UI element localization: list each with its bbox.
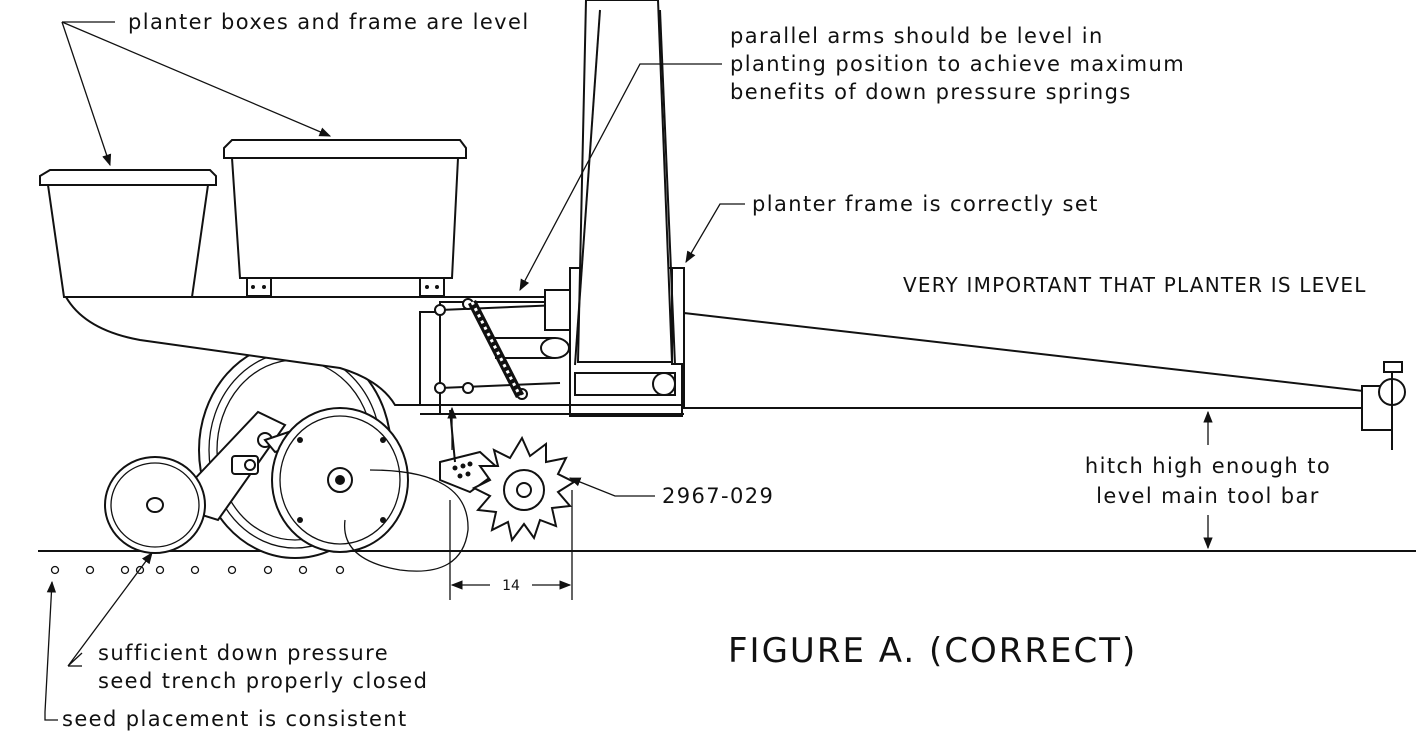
disc-opener	[271, 407, 409, 553]
label-parallel-arms-2: planting position to achieve maximum	[730, 52, 1185, 76]
dimension-label: 14	[502, 578, 520, 594]
callout-parallel-arms: parallel arms should be level in plantin…	[519, 24, 1185, 292]
label-part-number: 2967-029	[662, 484, 774, 508]
label-seed-placement: seed placement is consistent	[62, 707, 408, 731]
label-down-pressure-1: sufficient down pressure	[98, 641, 389, 665]
callout-planter-frame: planter frame is correctly set	[685, 192, 1099, 264]
hitch-tongue	[683, 311, 1406, 450]
label-planter-frame: planter frame is correctly set	[752, 192, 1099, 216]
planter-frame-beam	[64, 296, 581, 406]
planter-box-small	[39, 169, 217, 298]
label-hitch-2: level main tool bar	[1096, 484, 1320, 508]
callout-seed-placement: seed placement is consistent	[44, 580, 408, 731]
label-parallel-arms-3: benefits of down pressure springs	[730, 80, 1132, 104]
planter-box-large	[223, 139, 467, 297]
gauge-wheel	[104, 456, 206, 554]
callout-part-number: 2967-029	[568, 477, 774, 508]
label-hitch-1: hitch high enough to	[1085, 454, 1331, 478]
figure-caption: FIGURE A. (CORRECT)	[728, 631, 1137, 671]
seed-row	[50, 565, 345, 575]
callout-down-pressure: sufficient down pressure seed trench pro…	[67, 552, 428, 693]
down-pressure-spring	[467, 299, 525, 399]
label-parallel-arms-1: parallel arms should be level in	[730, 24, 1104, 48]
mast	[576, 0, 674, 363]
closing-wheel	[471, 435, 577, 543]
drag-chain	[344, 469, 469, 572]
label-down-pressure-2: seed trench properly closed	[98, 669, 428, 693]
dimension-14: 14	[449, 490, 573, 600]
callout-planter-boxes: planter boxes and frame are level	[61, 10, 530, 167]
parallel-arm-linkage	[434, 289, 581, 415]
label-planter-boxes: planter boxes and frame are level	[128, 10, 530, 34]
callout-hitch: hitch high enough to level main tool bar	[1085, 410, 1331, 550]
notice-level: VERY IMPORTANT THAT PLANTER IS LEVEL	[903, 273, 1367, 297]
